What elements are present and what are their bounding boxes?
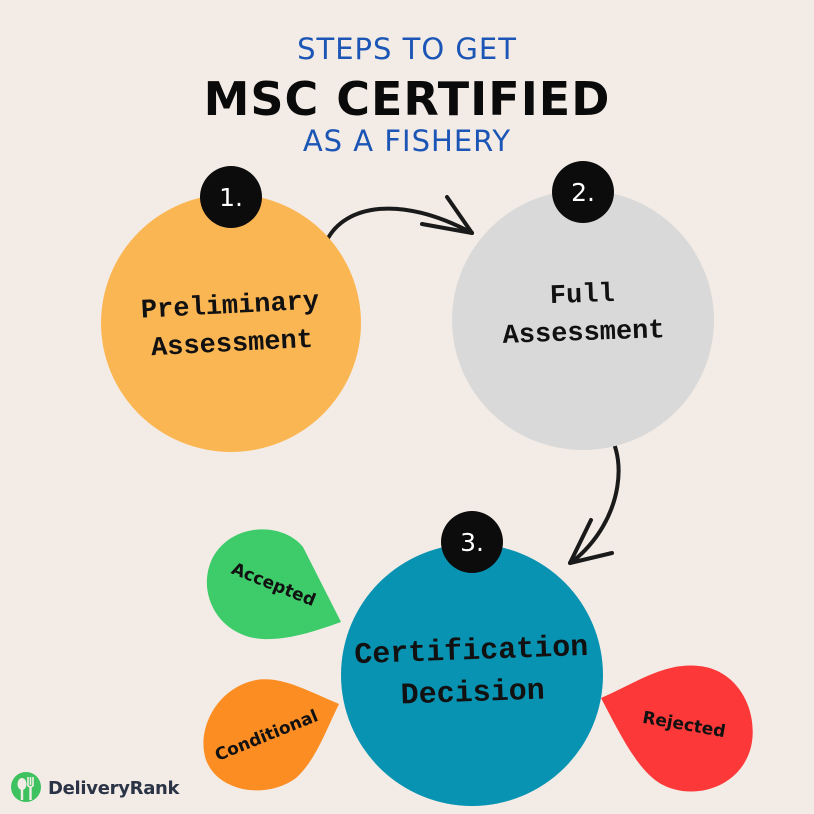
step-3-label: Certification Decision bbox=[354, 627, 591, 719]
title-line-1: STEPS TO GET bbox=[297, 32, 517, 66]
outcome-rejected: Rejected bbox=[599, 662, 757, 800]
step-3-number-badge: 3. bbox=[441, 511, 503, 573]
step-2-label-line-1: Full bbox=[549, 280, 616, 313]
step-2-circle: Full Assessment bbox=[452, 190, 714, 450]
step-3-circle: Certification Decision bbox=[341, 544, 603, 806]
step-2-label: Full Assessment bbox=[501, 275, 666, 356]
accepted-drop-shape bbox=[206, 529, 341, 640]
step-3-label-line-2: Decision bbox=[400, 674, 546, 714]
brand-name: DeliveryRank bbox=[48, 777, 180, 799]
step-1-label: Preliminary Assessment bbox=[140, 285, 322, 370]
step-3-label-line-1: Certification bbox=[353, 630, 589, 674]
rejected-drop-shape bbox=[601, 665, 753, 792]
title-line-3: AS A FISHERY bbox=[302, 124, 512, 158]
outcome-accepted: Accepted bbox=[203, 527, 343, 651]
step-2-label-line-2: Assessment bbox=[502, 316, 666, 352]
conditional-drop-shape bbox=[203, 679, 339, 791]
arrow-step1-to-step2 bbox=[325, 195, 474, 242]
step-1-number-badge: 1. bbox=[200, 166, 262, 228]
outcome-conditional: Conditional bbox=[196, 670, 341, 796]
step-1-circle: Preliminary Assessment bbox=[101, 194, 361, 452]
page-title: MSC CERTIFIED bbox=[203, 72, 611, 126]
brand-logo: DeliveryRank bbox=[10, 771, 180, 805]
fork-spoon-icon bbox=[11, 772, 41, 802]
step-2-number-badge: 2. bbox=[552, 161, 614, 223]
step-1-label-line-2: Assessment bbox=[150, 325, 314, 365]
